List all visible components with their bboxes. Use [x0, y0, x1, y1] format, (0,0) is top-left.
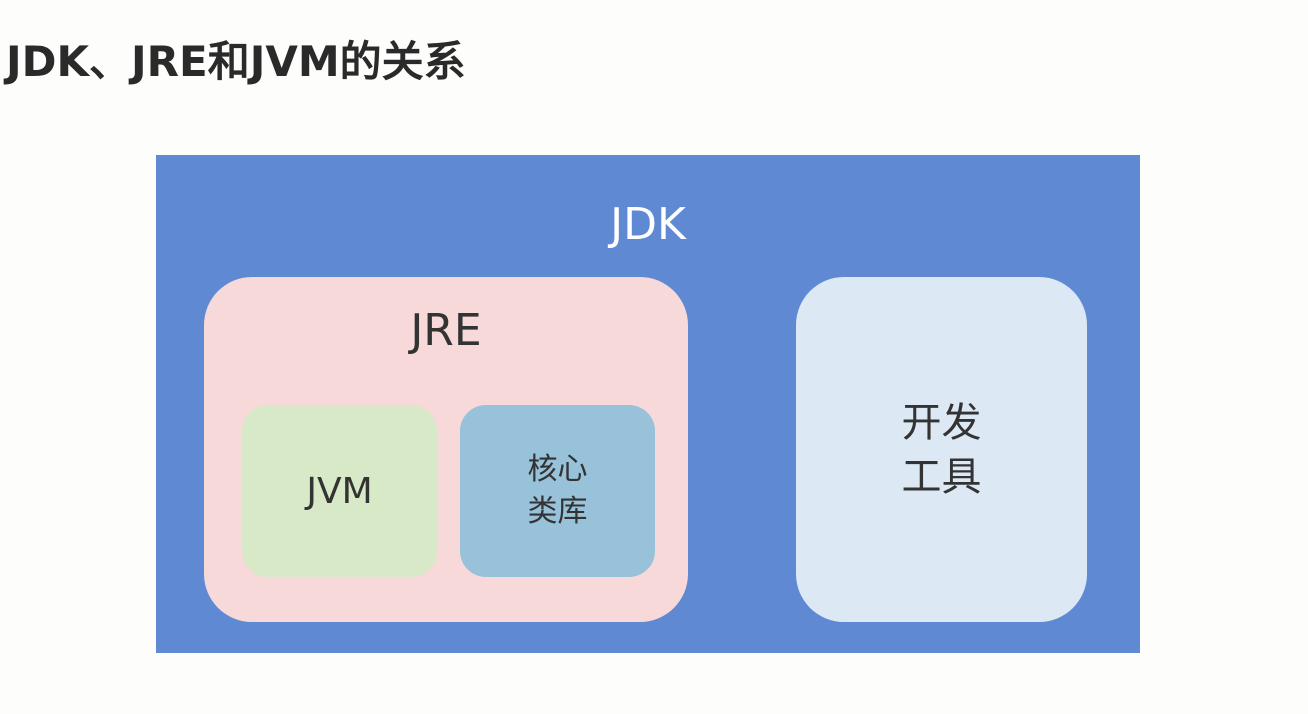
- core-library-label-line-1: 核心: [527, 452, 588, 487]
- jdk-label: JDK: [610, 199, 686, 250]
- jvm-label: JVM: [306, 470, 373, 512]
- jvm-box: JVM: [242, 405, 437, 577]
- dev-tools-label-line-1: 开发: [901, 399, 982, 446]
- jre-label: JRE: [410, 305, 482, 356]
- core-library-box: 核心 类库: [460, 405, 655, 577]
- dev-tools-label-line-2: 工具: [901, 453, 982, 500]
- jdk-box: JDK JRE JVM 核心 类库 开发 工具: [156, 155, 1140, 653]
- core-library-label-line-2: 类库: [527, 494, 588, 529]
- dev-tools-box: 开发 工具: [796, 277, 1087, 622]
- jre-box: JRE JVM 核心 类库: [204, 277, 688, 622]
- page-title: JDK、JRE和JVM的关系: [6, 37, 466, 86]
